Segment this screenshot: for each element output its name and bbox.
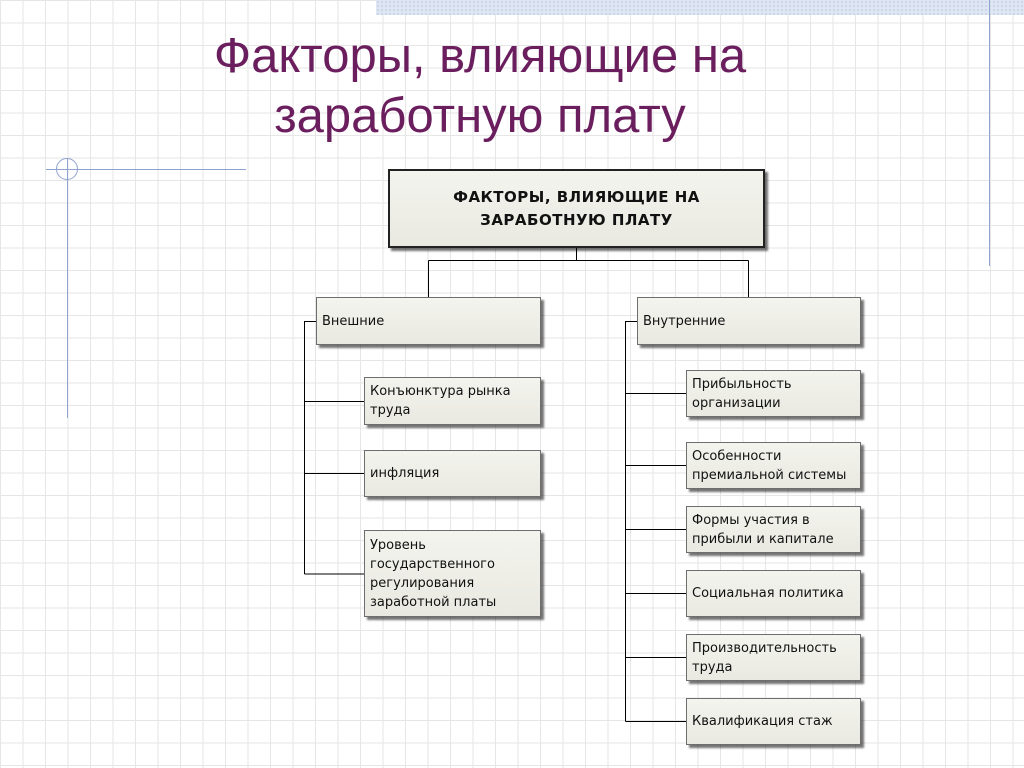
internal-factors-box: Внутренние [637, 297, 861, 345]
internal-item-qualification: Квалификация стаж [686, 698, 861, 745]
page-title-line-1: Факторы, влияющие на [213, 29, 747, 83]
internal-item-bonus-system: Особенности премиальной системы [686, 442, 861, 489]
internal-item-productivity: Производительность труда [686, 634, 861, 681]
page-title-line-2: заработную плату [274, 89, 686, 143]
external-factors-box: Внешние [316, 297, 541, 345]
external-item-state-regulation: Уровень государственного регулирования з… [364, 530, 541, 617]
decor-horizontal-line [46, 169, 246, 170]
root-connector [428, 248, 749, 297]
decor-circle [56, 158, 78, 180]
top-decor-bar [376, 0, 1024, 15]
diagram-root-box: ФАКТОРЫ, ВЛИЯЮЩИЕ НА ЗАРАБОТНУЮ ПЛАТУ [388, 169, 765, 248]
internal-item-profit-sharing: Формы участия в прибыли и капитале [686, 506, 861, 553]
internal-item-profitability: Прибыльность организации [686, 370, 861, 417]
internal-connector [625, 321, 686, 722]
external-item-market: Конъюнктура рынка труда [364, 377, 541, 425]
external-item-inflation: инфляция [364, 450, 541, 497]
decor-vertical-line-right [989, 0, 990, 266]
decor-vertical-line-left [67, 158, 68, 418]
page-title: Факторы, влияющие на заработную плату [0, 26, 960, 146]
internal-item-social-policy: Социальная политика [686, 570, 861, 617]
external-connector [304, 321, 364, 575]
